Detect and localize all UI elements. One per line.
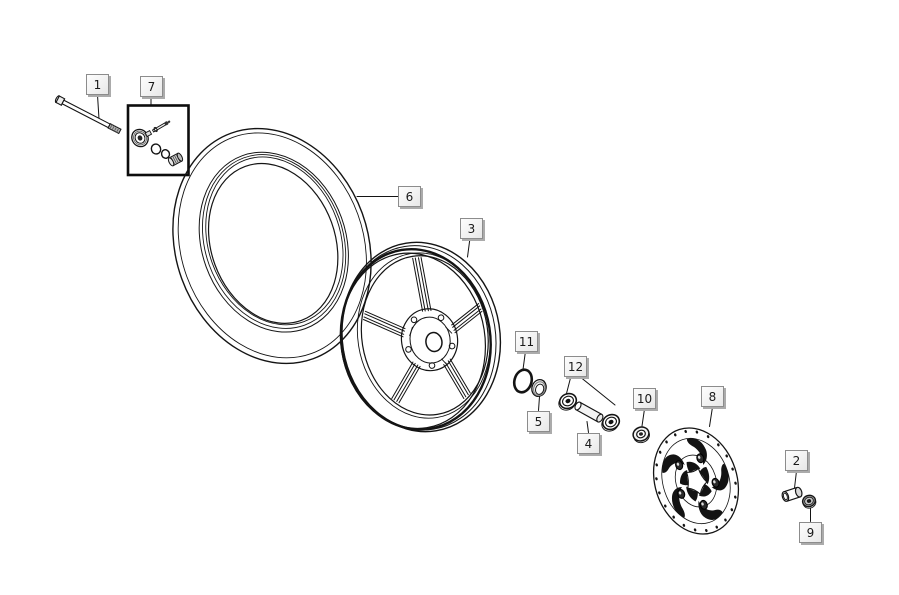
brake-disc-drawing	[640, 417, 751, 545]
valve-cap-icon	[167, 152, 184, 167]
ring-nut-drawing	[632, 426, 650, 444]
callout-seal-ring[interactable]: 5	[527, 411, 550, 432]
valve-oring-icons	[150, 143, 171, 159]
valve-grommet-icon	[131, 128, 153, 148]
disc-cutouts	[662, 438, 729, 520]
wheel-rim-drawing	[339, 241, 502, 433]
callout-spacer-tube[interactable]: 4	[577, 433, 600, 454]
valve-kit-box-drawing	[126, 104, 190, 177]
axle-nut-drawing	[801, 494, 817, 509]
disc-drill-holes	[655, 429, 737, 533]
callout-wheel-rim[interactable]: 3	[460, 218, 483, 239]
bushing-drawing	[781, 486, 803, 502]
callout-bushing[interactable]: 2	[785, 450, 808, 471]
valve-core-icon	[151, 120, 171, 133]
callout-axle-nut[interactable]: 9	[799, 522, 822, 543]
disc-bolts	[668, 451, 726, 516]
callout-bearings[interactable]: 12	[564, 356, 587, 377]
disc-center-hole	[683, 467, 710, 497]
bearing-left-drawing	[558, 392, 578, 411]
callout-tire[interactable]: 6	[398, 186, 421, 207]
bearing-right-drawing	[601, 413, 621, 432]
wheel-spokes	[362, 257, 483, 404]
spacer-tube-drawing	[574, 401, 604, 423]
callout-axle[interactable]: 1	[86, 74, 109, 95]
leader-lines	[97, 94, 811, 522]
tire-drawing	[172, 127, 372, 365]
axle-drawing	[54, 95, 122, 135]
callout-o-ring[interactable]: 11	[515, 331, 538, 352]
callout-brake-disc[interactable]: 8	[701, 386, 724, 407]
o-ring-drawing	[512, 368, 534, 394]
callout-ring-nut[interactable]: 10	[633, 388, 656, 409]
wheel-hub	[400, 308, 459, 372]
seal-ring-drawing	[531, 378, 547, 398]
callout-valve-kit[interactable]: 7	[140, 76, 163, 97]
